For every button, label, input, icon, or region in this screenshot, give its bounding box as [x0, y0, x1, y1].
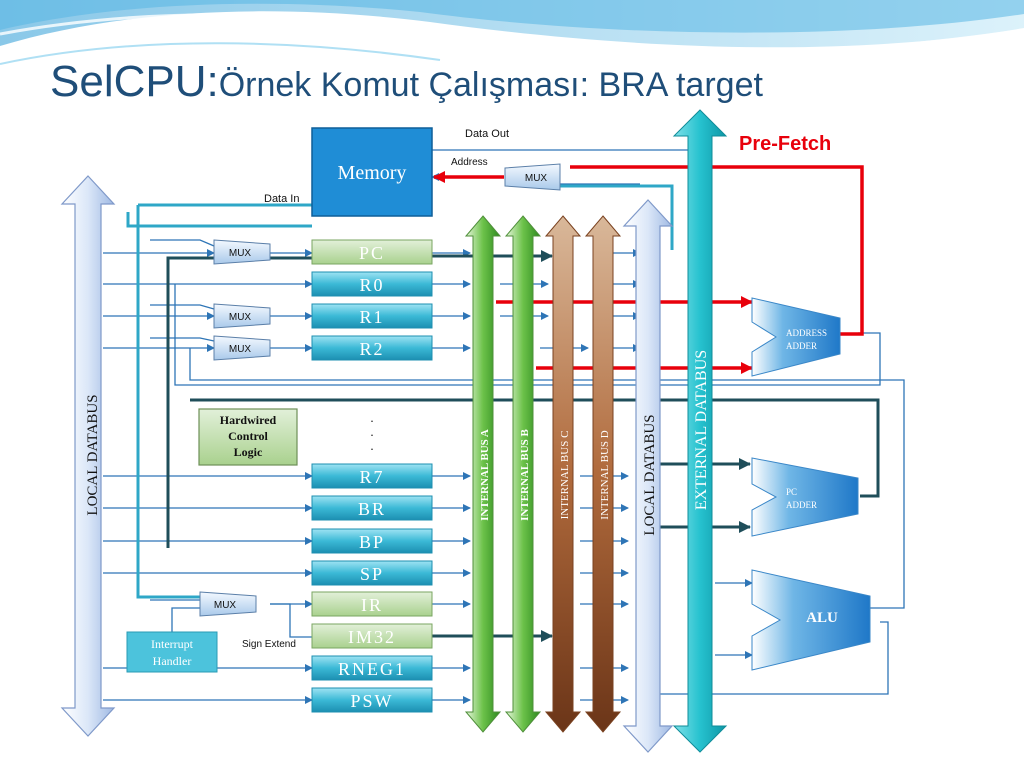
register-im32-label: IM32 — [348, 627, 396, 647]
sign-extend-label: Sign Extend — [242, 639, 296, 650]
register-r0: R0 — [311, 271, 433, 297]
bus-a-label: INTERNAL BUS A — [479, 429, 491, 521]
header-waves — [0, 0, 1024, 65]
register-br: BR — [311, 495, 433, 521]
alu: ALU — [751, 569, 871, 671]
title-main: SelCPU: — [50, 57, 219, 106]
local-databus-right: LOCAL DATABUS — [622, 199, 674, 753]
register-r1-label: R1 — [359, 307, 384, 327]
interrupt-handler: Interrupt Handler — [126, 631, 218, 673]
external-databus-label: EXTERNAL DATABUS — [693, 350, 710, 510]
register-bp-label: BP — [359, 532, 385, 552]
register-psw: PSW — [311, 687, 433, 713]
title-sub: Örnek Komut Çalışması: BRA target — [219, 66, 764, 104]
hardwired-control-logic: Hardwired Control Logic — [198, 408, 298, 466]
internal-bus-b: INTERNAL BUS B — [504, 215, 542, 733]
internal-bus-a: INTERNAL BUS A — [464, 215, 502, 733]
pc-adder: PC ADDER — [751, 457, 859, 537]
mux-pc-label: MUX — [229, 248, 252, 259]
register-rneg1-label: RNEG1 — [338, 659, 406, 679]
interrupt-line1: Interrupt — [151, 637, 194, 651]
address-adder-line2: ADDER — [786, 341, 817, 351]
register-pc-label: PC — [359, 243, 385, 263]
register-ir-label: IR — [361, 595, 383, 615]
address-adder-line1: ADDRESS — [786, 328, 827, 338]
pre-fetch-label: Pre-Fetch — [739, 133, 831, 155]
mux-r2: MUX — [213, 335, 271, 361]
pc-adder-line2: ADDER — [786, 500, 817, 510]
pc-adder-line1: PC — [786, 487, 797, 497]
local-databus-right-label: LOCAL DATABUS — [642, 414, 658, 535]
interrupt-line2: Handler — [153, 654, 192, 668]
ellipsis-dot-3: . — [370, 438, 373, 453]
register-im32: IM32 — [311, 623, 433, 649]
data-out-label: Data Out — [465, 128, 509, 140]
register-sp-label: SP — [360, 564, 384, 584]
local-databus-left: LOCAL DATABUS — [60, 175, 116, 737]
mux-pc: MUX — [213, 239, 271, 265]
register-ir: IR — [311, 591, 433, 617]
register-br-label: BR — [358, 499, 386, 519]
address-adder: ADDRESS ADDER — [751, 297, 841, 377]
data-in-label: Data In — [264, 193, 299, 205]
slide-title: SelCPU:Örnek Komut Çalışması: BRA target — [50, 57, 763, 106]
address-label: Address — [451, 157, 488, 168]
local-databus-left-label: LOCAL DATABUS — [85, 394, 101, 515]
register-psw-label: PSW — [350, 691, 393, 711]
memory-label: Memory — [338, 162, 407, 184]
control-line2: Control — [228, 429, 268, 443]
alu-label: ALU — [806, 610, 838, 626]
register-r2: R2 — [311, 335, 433, 361]
register-r7: R7 — [311, 463, 433, 489]
internal-bus-c: INTERNAL BUS C — [544, 215, 582, 733]
control-line1: Hardwired — [220, 413, 277, 427]
internal-bus-d: INTERNAL BUS D — [584, 215, 622, 733]
memory-block: Memory — [311, 127, 433, 217]
ellipsis-dot-2: . — [370, 424, 373, 439]
register-pc: PC — [311, 239, 433, 265]
register-r7-label: R7 — [359, 467, 384, 487]
mux-r1-label: MUX — [229, 312, 252, 323]
bus-b-label: INTERNAL BUS B — [519, 428, 531, 520]
mux-address-label: MUX — [525, 173, 548, 184]
ellipsis-dot-1: . — [370, 410, 373, 425]
register-r0-label: R0 — [359, 275, 384, 295]
register-r1: R1 — [311, 303, 433, 329]
control-line3: Logic — [234, 445, 263, 459]
mux-ir-label: MUX — [214, 600, 237, 611]
bus-d-label: INTERNAL BUS D — [599, 430, 611, 519]
register-r2-label: R2 — [359, 339, 384, 359]
register-bp: BP — [311, 528, 433, 554]
mux-r1: MUX — [213, 303, 271, 329]
register-sp: SP — [311, 560, 433, 586]
bus-c-label: INTERNAL BUS C — [559, 431, 571, 520]
external-databus: EXTERNAL DATABUS — [672, 109, 728, 753]
mux-r2-label: MUX — [229, 344, 252, 355]
mux-address: MUX — [504, 163, 561, 191]
mux-ir: MUX — [199, 591, 257, 617]
teal-paths — [126, 184, 674, 599]
register-rneg1: RNEG1 — [311, 655, 433, 681]
